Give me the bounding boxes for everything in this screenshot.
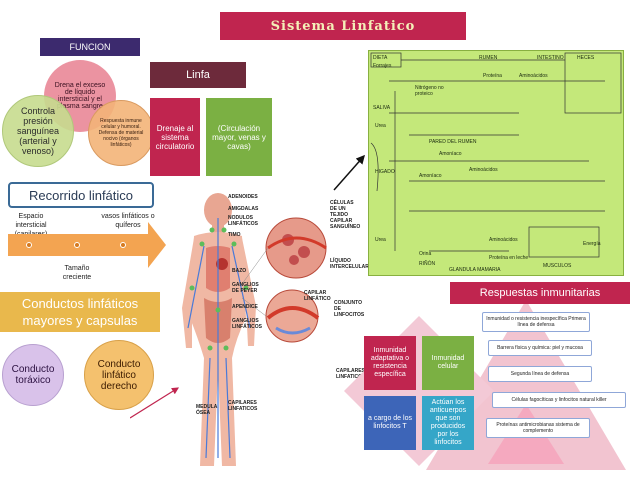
recorrido-item-vasos: vasos linfáticos o quíferos <box>101 213 155 229</box>
linfa-drenaje-box: Drenaje al sistema circulatorio <box>150 98 200 176</box>
body-label: APENDICE <box>232 304 258 310</box>
diagram-label: Amoníaco <box>439 151 462 157</box>
body-label: ADENOIDES <box>228 194 258 200</box>
body-label: MEDULA ÓSEA <box>196 404 218 416</box>
diagram-label: Proteína en leche <box>489 255 529 261</box>
conducto-toraxico-circle: Conducto toráxico <box>2 344 64 406</box>
diagram-label: HECES <box>577 55 595 61</box>
diagram-label: Urea <box>375 123 386 129</box>
funcion-inmune-circle: Respuesta inmune celular y humoral. Defe… <box>88 100 154 166</box>
recorrido-dot <box>120 242 126 248</box>
diagram-label: Urea <box>375 237 386 243</box>
diagram-label: PARED DEL RUMEN <box>429 139 477 145</box>
linfa-header: Linfa <box>150 62 246 88</box>
body-label: AMIGDALAS <box>228 206 259 212</box>
diagram-label: MUSCULOS <box>543 263 572 269</box>
body-label: CÉLULAS DE UN TEJIDO <box>330 200 354 218</box>
diagram-label: SALIVA <box>373 105 391 111</box>
diagram-label: Nitrógeno no proteico <box>415 85 444 97</box>
body-label: LÍQUIDO INTERCELULAR <box>330 258 369 270</box>
diagram-label: Aminoácidos <box>489 237 518 243</box>
diagram-label: GLANDULA MAMARIA <box>449 267 501 273</box>
diagram-label: Energía <box>583 241 601 247</box>
body-label: GANGLIOS DE PEYER <box>232 282 259 294</box>
recorrido-item-tamano: Tamaño creciente <box>62 265 92 281</box>
recorrido-title: Recorrido linfático <box>8 182 154 208</box>
funcion-header: FUNCION <box>40 38 140 56</box>
diagram-label: Forrajes <box>373 63 392 69</box>
body-label: NODULOS LINFÁTICOS <box>228 215 258 227</box>
respuesta-list-item: Inmunidad o resistencia inespecífica Pri… <box>482 312 590 332</box>
body-label: CAPILARES LINFATICOS <box>336 368 366 380</box>
diagram-label: HIGADO <box>375 169 395 175</box>
recorrido-arrow-head <box>148 222 166 268</box>
diagram-label: Aminoácidos <box>469 167 498 173</box>
quadrant-inmunidad-adaptativa: Inmunidad adaptativa o resistencia espec… <box>370 347 410 378</box>
linfa-circulacion-box: (Circulación mayor, venas y cavas) <box>206 98 272 176</box>
respuesta-list-item: Células fagocíticas y linfocitos natural… <box>492 392 626 408</box>
lymphatic-body-illustration <box>182 193 327 466</box>
body-label: CAPILAR LINFÁTICO <box>304 290 331 302</box>
respuestas-header: Respuestas inmunitarias <box>450 282 630 304</box>
diagram-label: INTESTINO <box>537 55 564 61</box>
diagram-label: RIÑÓN <box>419 261 436 267</box>
body-label: CONJUNTO DE LINFOCITOS <box>334 300 365 318</box>
body-label: GANGLIOS LINFÁTICOS <box>232 318 262 330</box>
body-label: BAZO <box>232 268 247 274</box>
respuesta-list-item: Barrera física y química: piel y mucosa <box>488 340 592 356</box>
body-label: TIMO <box>228 232 241 238</box>
diagram-label: Orina <box>419 251 432 257</box>
respuesta-list-item: Segunda línea de defensa <box>488 366 592 382</box>
recorrido-dot <box>74 242 80 248</box>
quadrant-anticuerpos: Actúan los anticuerpos que son producido… <box>429 399 467 446</box>
diagram-label: DIETA <box>373 55 388 61</box>
body-label: CAPILAR SANGUÍNEO <box>330 218 361 230</box>
conductos-title: Conductos linfáticos mayores y capsulas <box>0 292 160 332</box>
quadrant-linfocitos-t: a cargo de los linfocitos T <box>368 415 412 430</box>
diagram-label: RUMEN <box>479 55 498 61</box>
connector-arrows <box>130 154 365 419</box>
recorrido-dot <box>26 242 32 248</box>
diagram-label: Amoníaco <box>419 173 442 179</box>
diagram-label: Proteína <box>483 73 502 79</box>
quadrant-inmunidad-celular: Inmunidad celular <box>431 355 465 370</box>
respuestas-diamond <box>344 316 494 466</box>
diagram-label: Aminoácidos <box>519 73 548 79</box>
respuesta-list-item: Proteínas antimicrobianas sistema de com… <box>486 418 590 438</box>
conducto-derecho-circle: Conducto linfático derecho <box>84 340 154 410</box>
body-label: CAPILARES LINFATICOS <box>228 400 258 412</box>
rumen-diagram: DIETA Forrajes RUMEN INTESTINO HECES Pro… <box>368 50 624 276</box>
page-title: Sistema Linfatico <box>220 12 466 40</box>
funcion-presion-circle: Controla presión sanguínea (arterial y v… <box>2 95 74 167</box>
